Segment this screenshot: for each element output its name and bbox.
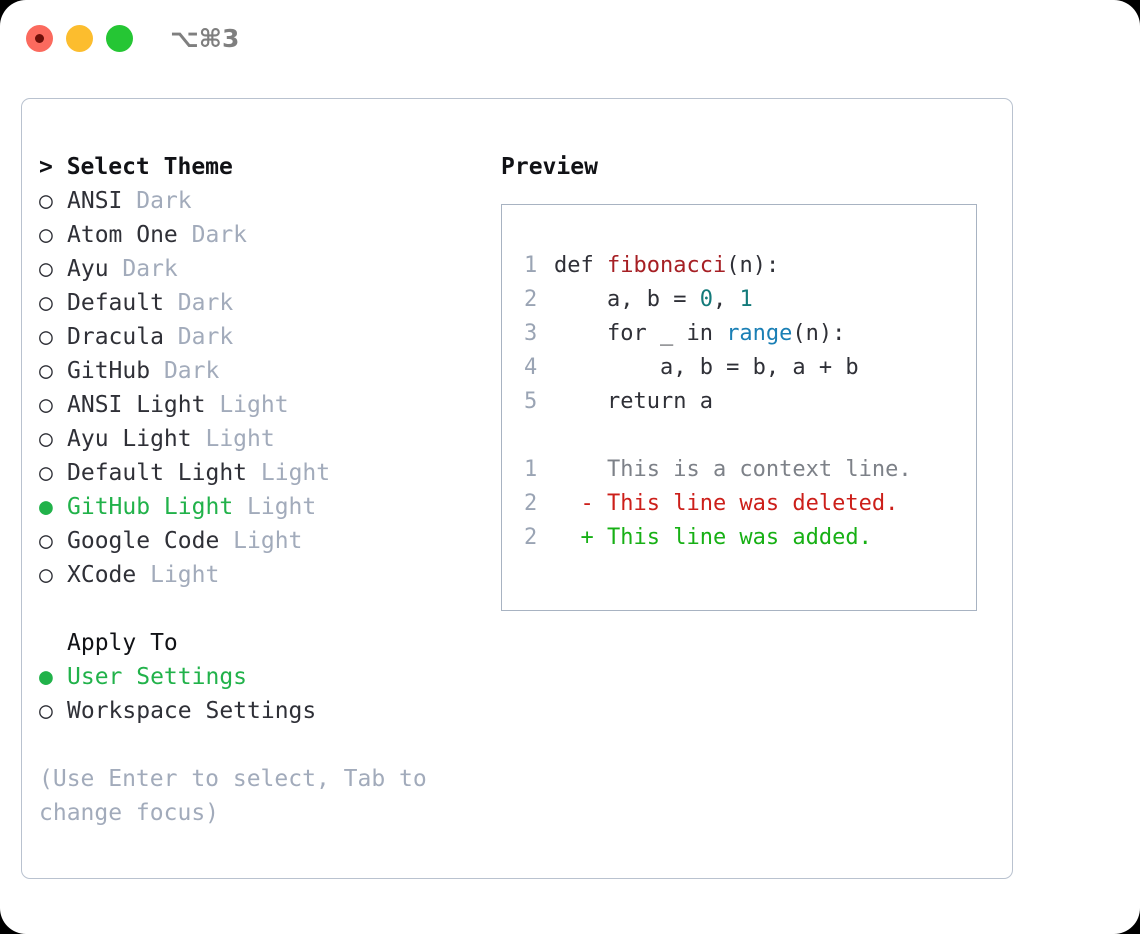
- theme-variant-tag: Light: [205, 426, 275, 452]
- radio-unselected-icon: ○: [39, 392, 53, 418]
- code-text: a, b = b, a + b: [554, 355, 859, 380]
- theme-name-label: GitHub Light: [67, 494, 248, 520]
- radio-unselected-icon: ○: [39, 290, 53, 316]
- diff-text-deleted: - This line was deleted.: [554, 491, 899, 516]
- list-spacer: [39, 592, 479, 626]
- theme-variant-tag: Dark: [122, 256, 178, 282]
- theme-list-item[interactable]: ○ Dracula Dark: [39, 320, 479, 354]
- theme-name-label: GitHub: [67, 358, 164, 384]
- theme-list-item[interactable]: ○ ANSI Light Light: [39, 388, 479, 422]
- close-window-button[interactable]: [26, 25, 53, 52]
- minimize-window-button[interactable]: [66, 25, 93, 52]
- code-diff-separator: [524, 419, 976, 453]
- theme-variant-tag: Dark: [163, 358, 220, 384]
- radio-unselected-icon: ○: [39, 324, 53, 350]
- theme-list-item[interactable]: ○ GitHub Dark: [39, 354, 479, 388]
- apply-to-heading: Apply To: [67, 630, 178, 656]
- diff-text-added: + This line was added.: [554, 525, 872, 550]
- select-theme-heading: > Select Theme: [39, 154, 233, 180]
- maximize-window-button[interactable]: [106, 25, 133, 52]
- theme-name-label: Ayu Light: [67, 426, 206, 452]
- apply-to-option[interactable]: ○ Workspace Settings: [39, 694, 479, 728]
- diff-block: 1 This is a context line.2 - This line w…: [524, 453, 976, 555]
- theme-name-label: Google Code: [67, 528, 234, 554]
- theme-variant-tag: Light: [219, 392, 289, 418]
- theme-name-label: Default: [67, 290, 178, 316]
- code-text: def fibonacci(n):: [554, 253, 780, 278]
- theme-variant-tag: Dark: [191, 222, 248, 248]
- radio-unselected-icon: ○: [39, 358, 53, 384]
- code-text: return a: [554, 389, 713, 414]
- line-number: 2: [524, 287, 538, 312]
- line-number: 5: [524, 389, 538, 414]
- theme-variant-tag: Light: [247, 494, 317, 520]
- theme-list-item[interactable]: ○ Default Dark: [39, 286, 479, 320]
- line-number: 1: [524, 457, 538, 482]
- theme-list-item[interactable]: ○ Default Light Light: [39, 456, 479, 490]
- theme-list-item[interactable]: ○ ANSI Dark: [39, 184, 479, 218]
- apply-to-list: ● User Settings ○ Workspace Settings: [39, 660, 479, 728]
- diff-line: 1 This is a context line.: [524, 453, 976, 487]
- theme-list-item[interactable]: ○ Ayu Light Light: [39, 422, 479, 456]
- code-line: 3 for _ in range(n):: [524, 317, 976, 351]
- theme-list-item[interactable]: ○ XCode Light: [39, 558, 479, 592]
- theme-name-label: Atom One: [67, 222, 192, 248]
- theme-name-label: Ayu: [67, 256, 123, 282]
- theme-selector-column: > Select Theme ○ANSI Dark○Atom One Dark○…: [39, 150, 479, 830]
- radio-unselected-icon: ○: [39, 698, 53, 724]
- preview-heading: Preview: [501, 154, 598, 180]
- radio-selected-icon: ●: [39, 494, 53, 520]
- code-line: 4 a, b = b, a + b: [524, 351, 976, 385]
- apply-to-label: Workspace Settings: [67, 698, 317, 724]
- radio-unselected-icon: ○: [39, 562, 53, 588]
- theme-name-label: ANSI Light: [67, 392, 220, 418]
- code-line: 5 return a: [524, 385, 976, 419]
- theme-name-label: Default Light: [67, 460, 261, 486]
- line-number: 2: [524, 491, 538, 516]
- theme-list: ○ ANSI Dark ○ Atom One Dark ○ Ayu Dark ○ Defaul…: [39, 184, 479, 592]
- radio-unselected-icon: ○: [39, 256, 53, 282]
- line-number: 1: [524, 253, 538, 278]
- code-line: 1 def fibonacci(n):: [524, 249, 976, 283]
- theme-list-item[interactable]: ○ Atom One Dark: [39, 218, 479, 252]
- theme-variant-tag: Light: [233, 528, 303, 554]
- code-line: 2 a, b = 0, 1: [524, 283, 976, 317]
- radio-unselected-icon: ○: [39, 460, 53, 486]
- theme-name-label: ANSI: [67, 188, 137, 214]
- theme-name-label: Dracula: [67, 324, 178, 350]
- theme-variant-tag: Dark: [177, 290, 234, 316]
- radio-selected-icon: ●: [39, 664, 53, 690]
- apply-to-label: User Settings: [67, 664, 248, 690]
- line-number: 4: [524, 355, 538, 380]
- title-bar: ⌥⌘3: [0, 0, 1140, 78]
- keyboard-shortcut-label: ⌥⌘3: [170, 24, 240, 53]
- theme-name-label: XCode: [67, 562, 151, 588]
- keyboard-hint-text: (Use Enter to select, Tab to change focu…: [39, 766, 441, 826]
- line-number: 2: [524, 525, 538, 550]
- theme-variant-tag: Light: [150, 562, 220, 588]
- radio-unselected-icon: ○: [39, 426, 53, 452]
- radio-unselected-icon: ○: [39, 188, 53, 214]
- diff-line: 2 - This line was deleted.: [524, 487, 976, 521]
- theme-variant-tag: Light: [260, 460, 331, 486]
- recording-indicator-icon: [35, 34, 44, 43]
- theme-list-item[interactable]: ● GitHub Light Light: [39, 490, 479, 524]
- diff-text-context: This is a context line.: [554, 457, 912, 482]
- code-text: for _ in range(n):: [554, 321, 846, 346]
- line-number: 3: [524, 321, 538, 346]
- theme-variant-tag: Dark: [136, 188, 192, 214]
- theme-list-item[interactable]: ○ Google Code Light: [39, 524, 479, 558]
- apply-to-option[interactable]: ● User Settings: [39, 660, 479, 694]
- radio-unselected-icon: ○: [39, 528, 53, 554]
- theme-variant-tag: Dark: [177, 324, 234, 350]
- theme-list-item[interactable]: ○ Ayu Dark: [39, 252, 479, 286]
- main-panel: > Select Theme ○ANSI Dark○Atom One Dark○…: [21, 98, 1013, 879]
- radio-unselected-icon: ○: [39, 222, 53, 248]
- code-text: a, b = 0, 1: [554, 287, 753, 312]
- diff-line: 2 + This line was added.: [524, 521, 976, 555]
